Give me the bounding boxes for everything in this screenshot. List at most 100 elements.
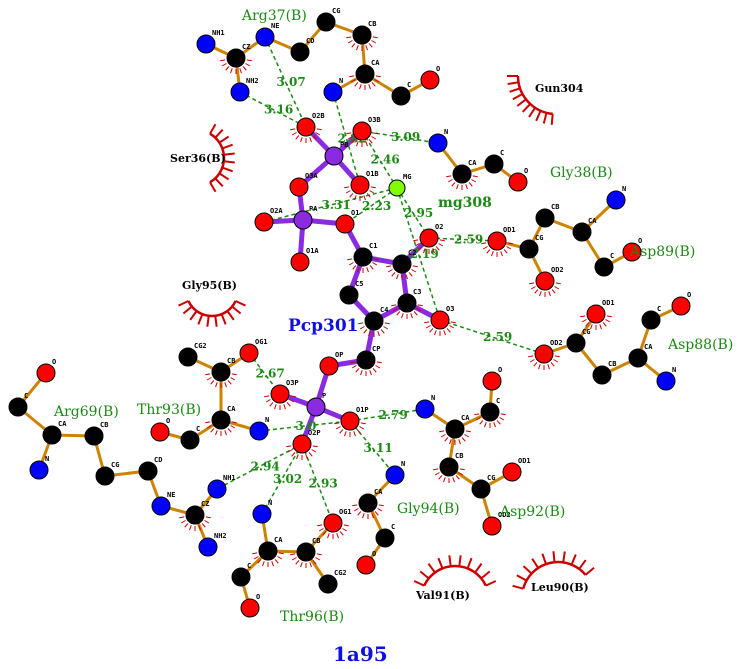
hydrophobic-arc-spoke <box>584 567 595 576</box>
hydrophobic-contact-mark <box>417 304 423 307</box>
atom-t96-o <box>240 598 260 618</box>
hydrophobic-contact-mark <box>396 311 401 316</box>
hydrophobic-arc-spoke <box>223 152 235 156</box>
atom-l-o1a <box>290 252 310 272</box>
ligand-label: Pcp301 <box>288 316 359 336</box>
atom-label: P <box>322 392 326 400</box>
hydrophobic-contact-mark <box>456 184 459 190</box>
hydrophobic-contact-mark <box>438 243 444 247</box>
hydrogen-bond <box>396 187 430 239</box>
hydrophobic-contact-mark <box>539 291 542 297</box>
atom-label: OD1 <box>602 299 615 307</box>
hydrophobic-contact-mark <box>496 420 501 425</box>
atom-label: N <box>265 416 269 424</box>
hbond-distance-label: 2.93 <box>309 477 338 491</box>
atom-label: OD2 <box>498 511 511 519</box>
hydrophobic-contact-mark <box>346 36 352 39</box>
hydrophobic-arc-spoke <box>562 551 566 563</box>
hydrophobic-contact-mark <box>309 562 312 568</box>
atom-d89-cb <box>535 208 555 228</box>
hydrophobic-contact-mark <box>528 355 534 358</box>
hydrophobic-contact-mark <box>374 79 380 83</box>
atom-label: O1P <box>356 406 369 414</box>
hydrophobic-contact-mark <box>206 425 212 429</box>
atom-l-o1 <box>335 214 355 234</box>
atom-label: O <box>52 358 56 366</box>
hydrophobic-contact-mark <box>554 355 560 358</box>
atom-g38-c <box>484 154 504 174</box>
hydrophobic-arc-leu90 <box>522 560 587 590</box>
atom-r69-nh2 <box>198 537 218 557</box>
atom-d92-cg <box>471 479 491 499</box>
hydrophobic-arc-spoke <box>218 172 230 181</box>
hydrophobic-contact-mark <box>411 269 417 273</box>
hydrophobic-arc-spoke <box>512 93 524 101</box>
hydrophobic-contact-mark <box>360 422 366 425</box>
hydrophobic-contact-mark <box>291 132 297 136</box>
hydrophobic-contact-mark <box>360 370 363 376</box>
hydrophobic-arc-ser36 <box>209 132 226 184</box>
hydrophobic-contact-mark <box>339 429 344 434</box>
hydrophobic-contact-mark <box>585 322 590 327</box>
hydrophobic-contact-mark <box>391 272 396 277</box>
atom-label: CG <box>111 461 119 469</box>
atom-d88-c <box>641 310 661 330</box>
atom-label: NH1 <box>212 29 225 37</box>
atom-label: C <box>500 149 504 157</box>
hydrophobic-contact-mark <box>491 251 494 257</box>
atom-label: N <box>622 185 626 193</box>
hydrophobic-contact-mark <box>455 475 460 480</box>
hydrophobic-arc-spoke <box>197 313 204 325</box>
hydrophobic-contact-mark <box>215 430 218 436</box>
atom-l-cp <box>356 350 376 370</box>
atom-a-ca <box>355 64 375 84</box>
hydrophobic-contact-mark <box>443 477 446 483</box>
hydrophobic-contact-mark <box>368 84 371 90</box>
hydrophobic-contact-mark <box>444 437 449 442</box>
atom-label: OD1 <box>518 457 531 465</box>
atom-l-o2 <box>419 228 439 248</box>
hydrophobic-contact-mark <box>309 137 312 143</box>
hydrophobic-contact-mark <box>371 82 376 87</box>
hydrophobic-contact-mark <box>449 439 452 445</box>
hydrophobic-label-gly95: Gly95(B) <box>182 279 237 292</box>
atom-label: O <box>687 291 691 299</box>
hydrophobic-arc-spoke <box>220 313 227 325</box>
hbond-distance-label: 3.02 <box>273 472 302 486</box>
hydrogen-bond <box>239 91 307 128</box>
hydrophobic-contact-mark <box>359 84 362 90</box>
atom-label: CB <box>312 537 320 545</box>
hydrophobic-contact-mark <box>231 421 237 424</box>
hydrophobic-contact-mark <box>506 246 512 250</box>
hydrophobic-contact-mark <box>412 265 418 268</box>
hbond-distance-label: 2.19 <box>410 247 439 261</box>
hydrophobic-contact-mark <box>334 422 340 425</box>
hydrophobic-contact-mark <box>374 511 379 516</box>
hydrophobic-arc-spoke <box>512 584 524 590</box>
hydrogen-bond <box>349 408 426 422</box>
hydrophobic-arc-spoke <box>221 166 233 173</box>
hydrophobic-contact-mark <box>349 193 354 198</box>
hydrophobic-contact-mark <box>231 373 237 376</box>
hydrophobic-contact-mark <box>377 331 380 337</box>
hydrophobic-contact-mark <box>356 429 361 434</box>
hydrophobic-contact-mark <box>221 63 227 67</box>
hydrophobic-contact-mark <box>530 286 536 290</box>
hbond-distance-label: 2.46 <box>371 153 400 167</box>
hydrophobic-contact-mark <box>391 304 397 307</box>
atom-label: PA <box>309 205 318 213</box>
atom-a-ne <box>255 27 275 47</box>
hydrophobic-contact-mark <box>429 328 434 333</box>
atom-label: MG <box>403 173 411 181</box>
hydrophobic-contact-mark <box>347 136 353 140</box>
hydrophobic-contact-mark <box>359 326 365 330</box>
atom-l-o3 <box>430 310 450 330</box>
hydrophobic-contact-mark <box>553 359 559 363</box>
atom-label: O3P <box>286 379 299 387</box>
hydrophobic-arc-gly95 <box>187 300 237 318</box>
atom-label: O1A <box>306 247 319 255</box>
atom-label: N <box>444 128 448 136</box>
hydrogen-bond <box>396 187 441 321</box>
atom-r69-cd <box>138 461 158 481</box>
